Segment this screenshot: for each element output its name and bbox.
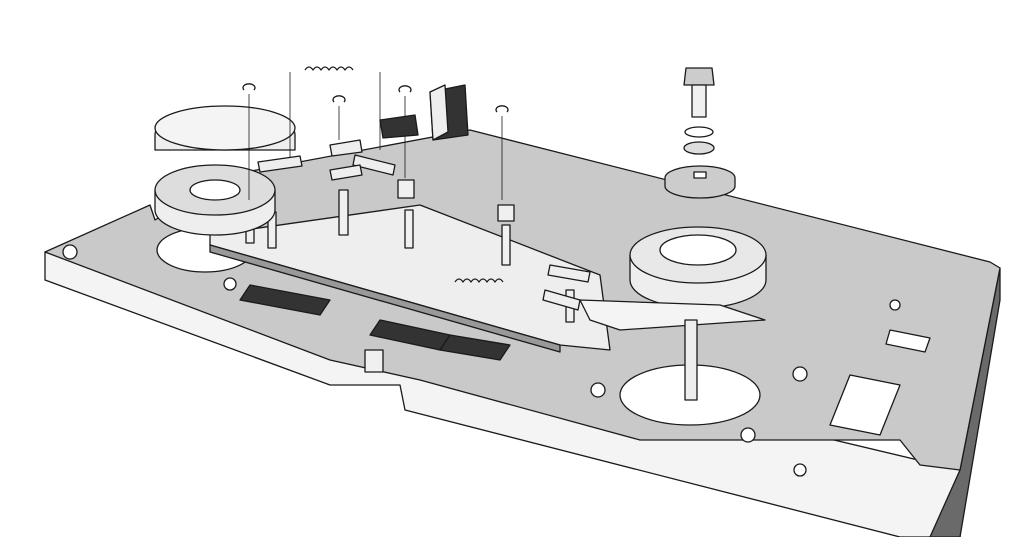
window-cutout bbox=[439, 334, 511, 361]
springs bbox=[289, 66, 504, 283]
e-clips bbox=[242, 83, 509, 200]
right-reel bbox=[579, 226, 767, 401]
slot-cutout bbox=[829, 374, 901, 436]
bolt-head bbox=[683, 67, 715, 86]
cam-nut bbox=[664, 165, 736, 199]
blocks bbox=[379, 84, 469, 141]
left-reel bbox=[154, 105, 296, 236]
screw-hole bbox=[740, 427, 756, 443]
link-plates bbox=[257, 139, 591, 311]
screw-hole bbox=[792, 366, 808, 382]
screw-hole bbox=[889, 299, 901, 311]
bolt-shaft bbox=[691, 84, 707, 118]
window-cutout bbox=[239, 284, 331, 316]
washer bbox=[684, 126, 714, 138]
screw-hole bbox=[62, 244, 78, 260]
screw-hole bbox=[223, 277, 237, 291]
slot-cutout bbox=[885, 329, 931, 353]
washer bbox=[683, 141, 715, 155]
screw-hole bbox=[793, 463, 807, 477]
screw-hole bbox=[590, 382, 606, 398]
bolt-assembly bbox=[664, 67, 736, 199]
